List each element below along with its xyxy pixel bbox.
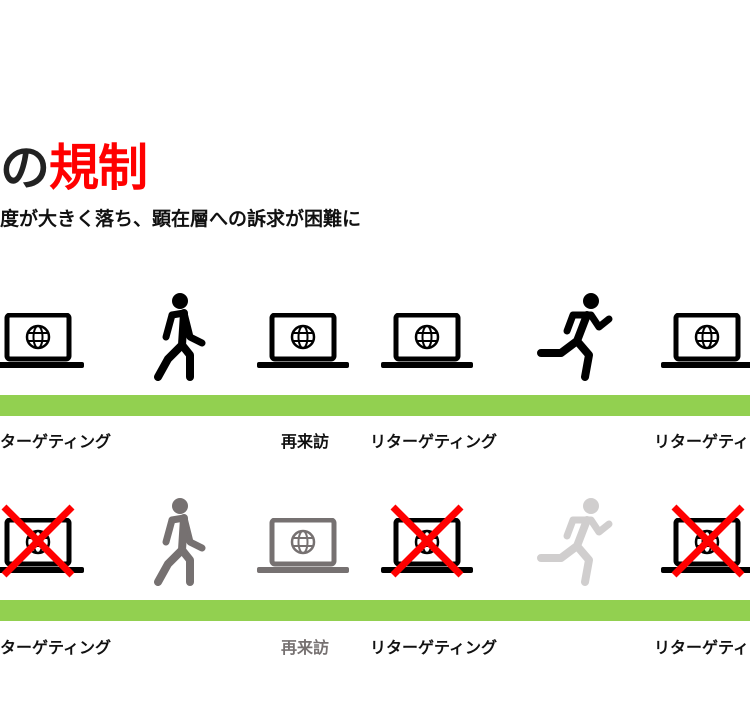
label-retargeting: リターゲティング [370, 638, 498, 657]
timeline-bar [0, 600, 750, 621]
blocked-cross-icon [0, 503, 76, 579]
running-person-icon [537, 293, 615, 381]
blocked-cross-icon [670, 503, 746, 579]
title-prefix: の [0, 139, 50, 197]
timeline-bar [0, 395, 750, 416]
label-revisit: 再来訪 [281, 432, 330, 451]
laptop-icon [257, 518, 349, 574]
page-title: の規制 [0, 128, 148, 200]
running-person-icon [537, 498, 615, 586]
page-subtitle: 度が大きく落ち、顕在層への訴求が困難に [0, 208, 362, 230]
label-retargeting: リターゲティン [654, 432, 750, 451]
label-retargeting: リターゲティング [370, 432, 498, 451]
laptop-icon [661, 313, 750, 369]
laptop-icon [0, 313, 84, 369]
label-targeting: ターゲティング [0, 638, 112, 657]
title-highlight: 規制 [49, 139, 148, 197]
laptop-icon [257, 313, 349, 369]
blocked-cross-icon [389, 503, 465, 579]
label-targeting: ターゲティング [0, 432, 112, 451]
label-retargeting: リターゲティン [654, 638, 750, 657]
laptop-icon [381, 313, 473, 369]
walking-person-icon [150, 293, 206, 381]
walking-person-icon [150, 498, 206, 586]
label-revisit: 再来訪 [281, 638, 330, 657]
